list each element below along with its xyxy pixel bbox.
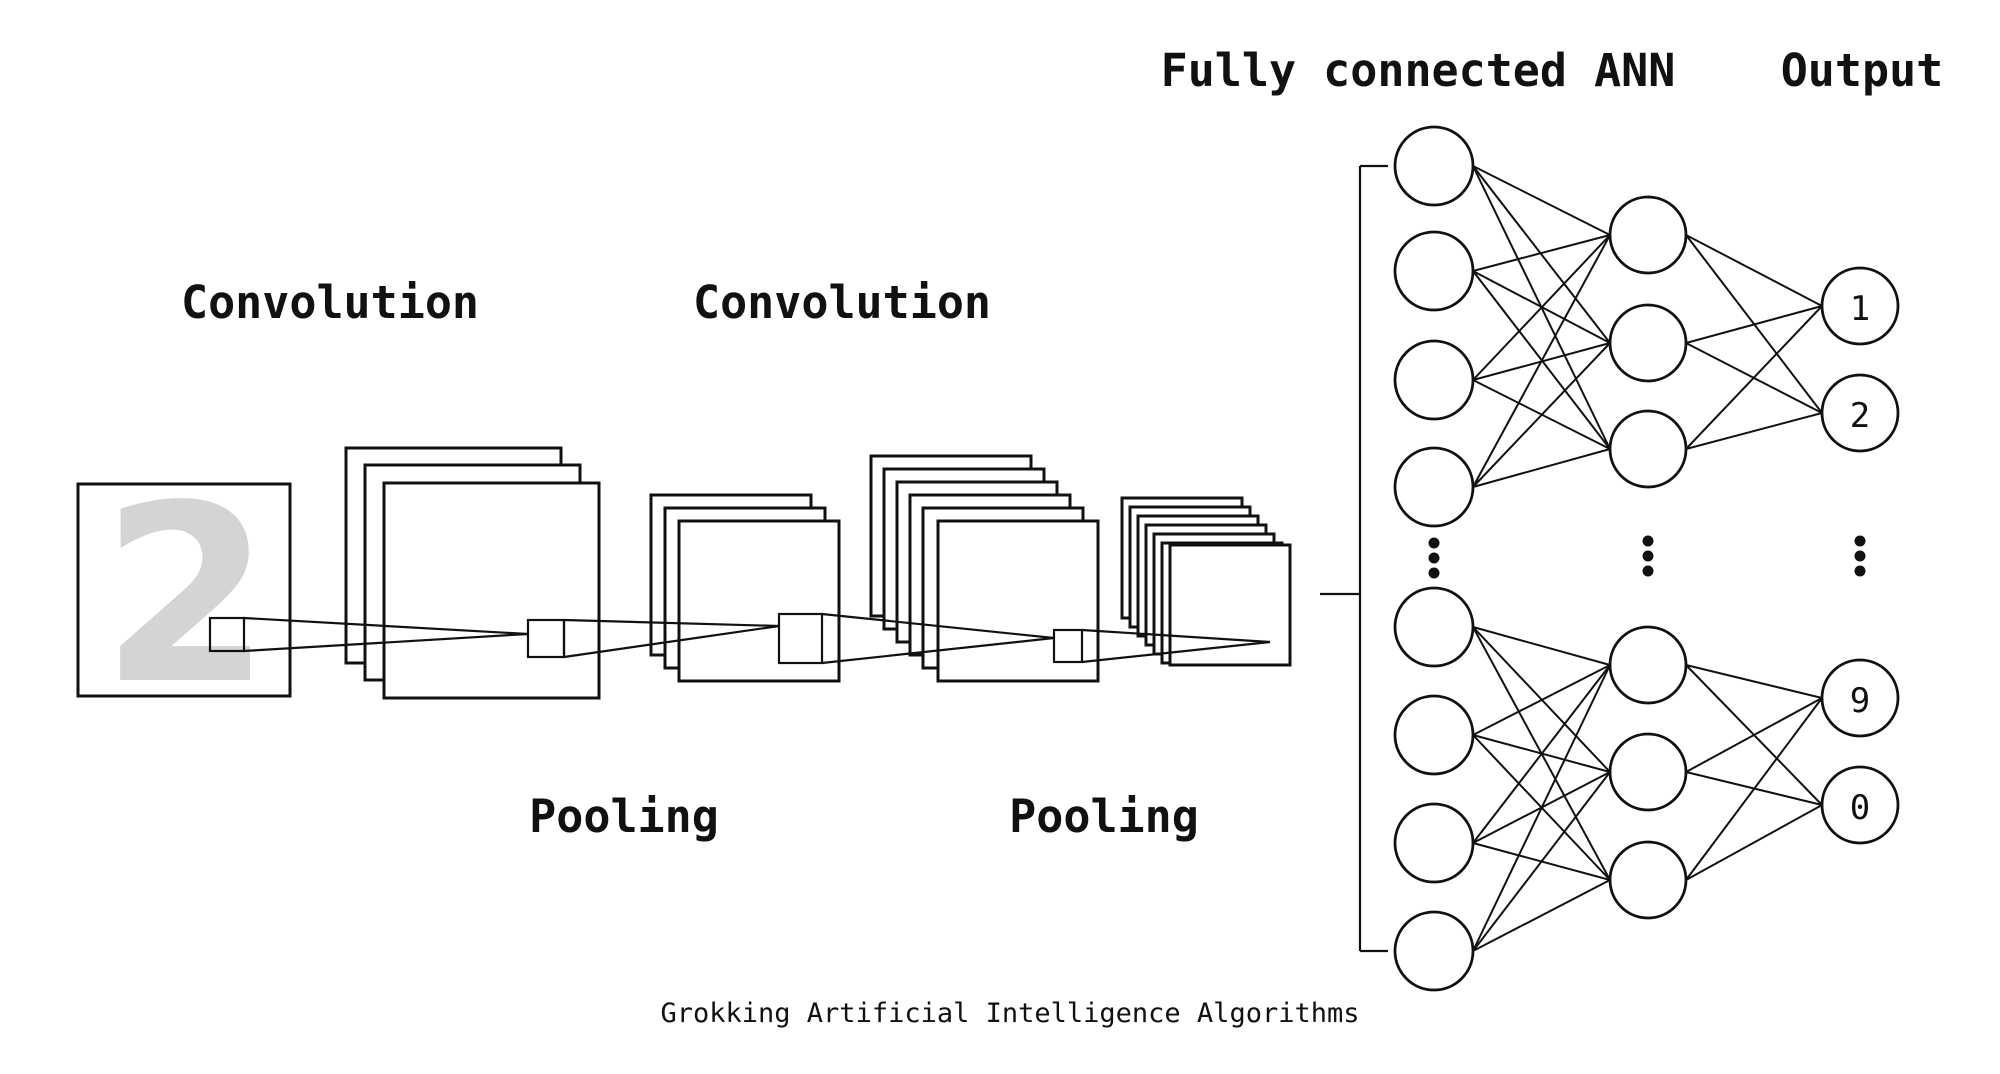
ellipsis-dot [1428,552,1440,564]
input-neuron [1393,446,1475,528]
output-node-label-2: 2 [1850,396,1870,436]
ellipsis-dot [1854,565,1866,577]
edge-input-hidden [1472,234,1611,272]
ellipsis-dot [1854,535,1866,547]
ellipsis-dot [1428,537,1440,549]
edge-hidden-output [1685,697,1823,773]
hidden-neuron [1608,195,1688,275]
edge-input-hidden [1472,165,1611,236]
caption: Grokking Artificial Intelligence Algorit… [661,998,1360,1029]
edge-hidden-output [1685,697,1823,881]
input-image: 2 [76,453,292,738]
hidden-neuron [1608,625,1688,705]
conv-feature-maps-1 [344,446,601,700]
input-digit: 2 [101,453,271,738]
fully-connected-network [1393,125,1900,992]
output-node-label-1: 1 [1850,289,1870,329]
hidden-neuron [1608,732,1688,812]
ellipsis-dots [1428,535,1866,579]
convolution-label-2: Convolution [693,276,991,329]
ellipsis-dot [1428,567,1440,579]
ellipsis-dot [1854,550,1866,562]
edge-input-hidden [1472,448,1611,488]
ellipsis-dot [1642,550,1654,562]
receptive-field-lines [243,612,1271,665]
edge-input-hidden [1472,234,1611,381]
edge-input-hidden [1472,342,1611,488]
hidden-neuron [1608,840,1688,920]
output-neuron [1820,765,1900,845]
input-neuron [1393,802,1475,884]
output-label: Output [1781,44,1944,97]
pooling-label-1: Pooling [529,790,719,843]
hidden-neuron [1608,409,1688,489]
ellipsis-dot [1642,565,1654,577]
output-node-label-9: 9 [1850,681,1870,721]
edge-hidden-output [1685,234,1823,307]
input-neuron [1393,910,1475,992]
edge-hidden-output [1685,664,1823,699]
input-neuron [1393,586,1475,668]
input-neuron [1393,339,1475,421]
input-neuron [1393,230,1475,312]
network-edges [1472,165,1823,952]
edge-input-hidden [1472,664,1611,736]
edge-input-hidden [1472,234,1611,488]
edge-input-hidden [1472,879,1611,952]
edge-input-hidden [1472,664,1611,952]
fully-connected-label: Fully connected ANN [1161,44,1676,97]
flatten-bracket [1320,164,1388,953]
pooling-label-2: Pooling [1009,790,1199,843]
edge-hidden-output [1685,305,1823,450]
edge-input-hidden [1472,626,1611,666]
convolution-label-1: Convolution [181,276,479,329]
output-neuron [1820,658,1900,738]
input-neuron [1393,694,1475,776]
hidden-neuron [1608,303,1688,383]
pooling-maps-2 [1120,496,1292,667]
conv-feature-maps-2 [869,454,1100,683]
pooling-maps-1 [649,493,841,683]
edge-hidden-output [1685,804,1823,881]
edge-input-hidden [1472,664,1611,844]
input-neuron [1393,125,1475,207]
edge-input-hidden [1472,771,1611,952]
network-nodes [1393,125,1900,992]
output-neuron [1820,373,1900,453]
edge-input-hidden [1472,165,1611,344]
output-node-label-0: 0 [1850,788,1870,828]
ellipsis-dot [1642,535,1654,547]
edge-hidden-output [1685,305,1823,344]
edge-hidden-output [1685,412,1823,450]
output-neuron [1820,266,1900,346]
